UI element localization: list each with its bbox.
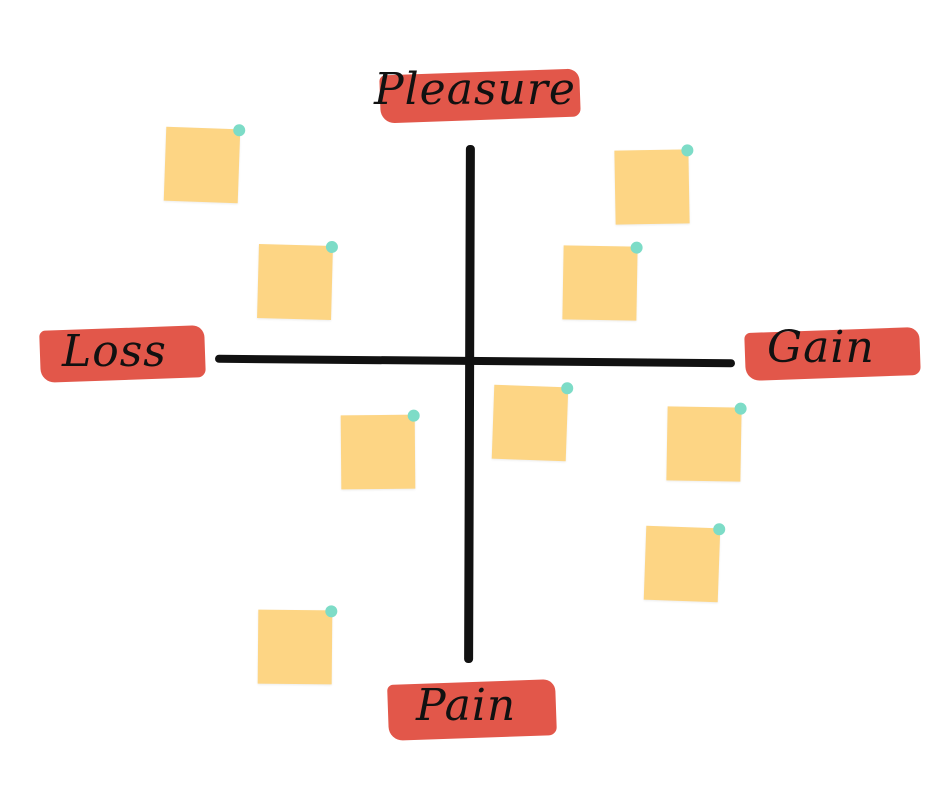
label-loss: Loss <box>39 318 220 388</box>
sticky-note <box>257 605 338 685</box>
sticky-note <box>491 382 574 462</box>
sticky-note <box>614 144 694 225</box>
label-pleasure: Pleasure <box>370 60 600 130</box>
sticky-note <box>666 402 747 482</box>
label-pain: Pain <box>387 672 563 747</box>
pin-icon <box>734 402 747 415</box>
pin-icon <box>325 240 339 254</box>
pin-icon <box>630 241 643 254</box>
horizontal-axis <box>214 354 736 368</box>
sticky-note <box>163 124 246 204</box>
vertical-axis <box>464 144 475 664</box>
sticky-note <box>257 240 339 320</box>
sticky-note <box>562 241 643 321</box>
label-gain: Gain <box>744 320 925 390</box>
sticky-note <box>340 409 420 490</box>
pin-icon <box>233 124 246 137</box>
sticky-note <box>643 523 726 603</box>
pin-icon <box>407 409 420 422</box>
pin-icon <box>681 144 694 157</box>
pin-icon <box>713 523 726 536</box>
pin-icon <box>325 605 338 618</box>
pin-icon <box>561 382 574 395</box>
